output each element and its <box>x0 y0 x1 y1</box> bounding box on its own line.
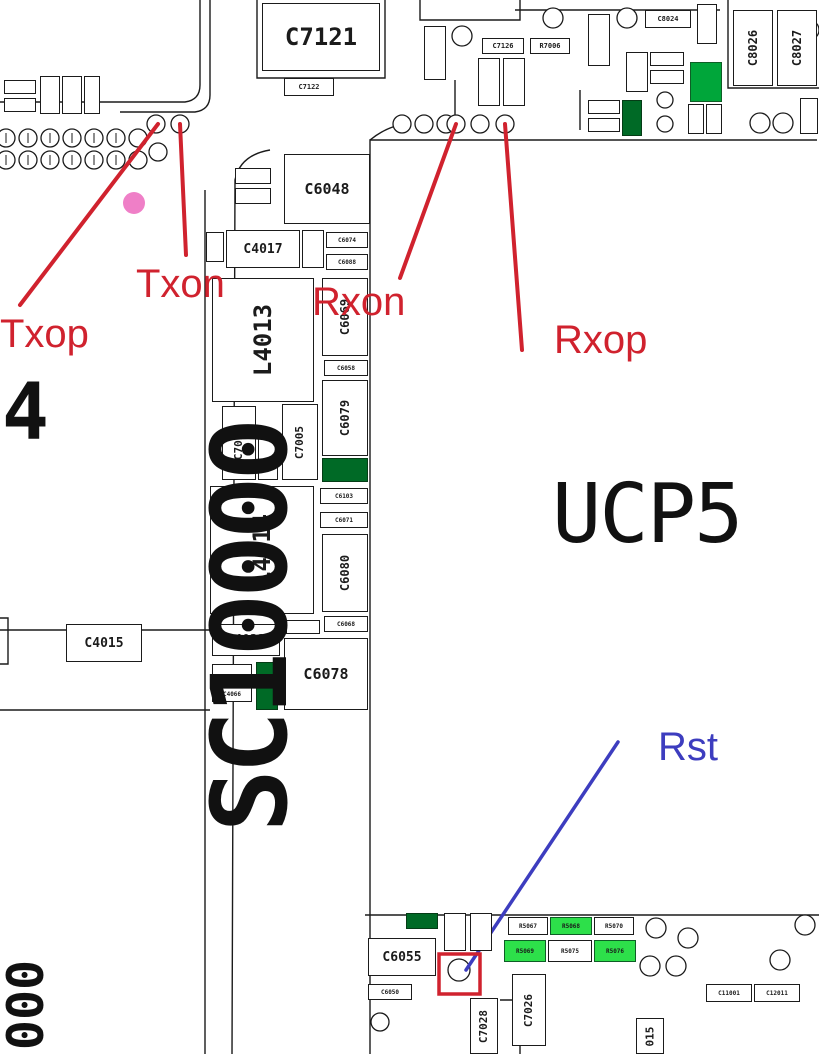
component-tl-3 <box>40 76 60 114</box>
txon-pointer-line <box>178 122 188 257</box>
bottom-left-000-label: 000 <box>0 959 55 1051</box>
component-c6078: C6078 <box>284 638 368 710</box>
left-edge-4-label: 4 <box>2 368 49 458</box>
component-c7010: C7010 <box>222 406 256 480</box>
component-l4013: L4013 <box>212 278 314 402</box>
component-small-top-4 <box>588 14 610 66</box>
rxon-label: Rxon <box>312 280 406 324</box>
component-c8024: C8024 <box>645 10 691 28</box>
ucp5-label: UCP5 <box>552 467 743 562</box>
txop-label: Txop <box>0 312 89 356</box>
component-c8027: C8027 <box>777 10 817 86</box>
component-015: 015 <box>636 1018 664 1054</box>
component-small-top-3 <box>503 58 525 106</box>
component-small-bot-1 <box>444 913 466 951</box>
component-c7126: C7126 <box>482 38 524 54</box>
component-c7121: C7121 <box>262 3 380 71</box>
component-r7006: R7006 <box>530 38 570 54</box>
component-small-top-11 <box>588 100 620 114</box>
green-pad-top-2 <box>622 100 642 136</box>
component-c6079: C6079 <box>322 380 368 456</box>
component-small-top-1 <box>424 26 446 80</box>
component-small-mid-7 <box>212 664 252 680</box>
component-c4015: C4015 <box>66 624 142 662</box>
component-c6080: C6080 <box>322 534 368 612</box>
green-pad-bottom-1 <box>406 913 438 929</box>
component-tl-2 <box>4 98 36 112</box>
component-c6068: C6068 <box>324 616 368 632</box>
component-r5067: R5067 <box>508 917 548 935</box>
sc10000-label: SC10000 <box>189 421 311 833</box>
rst-highlight-box <box>437 952 482 996</box>
pad-cluster-bottom-right <box>370 914 816 1032</box>
component-r5076: R5076 <box>594 940 636 962</box>
component-c6074: C6074 <box>326 232 368 248</box>
component-small-top-2 <box>478 58 500 106</box>
pink-marker-dot <box>123 192 145 214</box>
component-small-top-5 <box>697 4 717 44</box>
rxop-pointer-line <box>503 122 524 352</box>
component-c4066: C4066 <box>212 686 252 702</box>
component-small-top-6 <box>626 52 648 92</box>
green-pad-mid-2 <box>256 662 278 710</box>
txon-label: Txon <box>136 262 225 306</box>
component-c6103: C6103 <box>320 488 368 504</box>
component-c4022: C4022 <box>212 624 280 656</box>
component-small-top-13 <box>800 98 818 134</box>
component-c6071: C6071 <box>320 512 368 528</box>
component-small-mid-6 <box>286 620 320 634</box>
component-small-top-12 <box>588 118 620 132</box>
component-c6055: C6055 <box>368 938 436 976</box>
component-l4014: L4014 <box>210 486 314 614</box>
component-c7122: C7122 <box>284 78 334 96</box>
component-r5070: R5070 <box>594 917 634 935</box>
component-tl-5 <box>84 76 100 114</box>
rst-label: Rst <box>658 725 718 769</box>
green-pad-top-1 <box>690 62 722 102</box>
component-c12011: C12011 <box>754 984 800 1002</box>
component-c4017: C4017 <box>226 230 300 268</box>
component-small-top-9 <box>688 104 704 134</box>
component-r5069: R5069 <box>504 940 546 962</box>
component-c7026: C7026 <box>512 974 546 1046</box>
component-c6069: C6069 <box>322 278 368 356</box>
component-small-mid-2 <box>235 188 271 204</box>
component-tl-1 <box>4 80 36 94</box>
component-c7005: C7005 <box>282 404 318 480</box>
rxop-label: Rxop <box>554 318 648 362</box>
component-tl-4 <box>62 76 82 114</box>
component-small-mid-1 <box>235 168 271 184</box>
component-c11001: C11001 <box>706 984 752 1002</box>
component-c6058: C6058 <box>324 360 368 376</box>
component-c8026: C8026 <box>733 10 773 86</box>
txop-pointer-line <box>18 122 160 307</box>
component-small-mid-3 <box>206 232 224 262</box>
rxon-pointer-line <box>398 122 458 280</box>
component-small-top-7 <box>650 52 684 66</box>
component-r5068: R5068 <box>550 917 592 935</box>
component-c6048: C6048 <box>284 154 370 224</box>
component-small-top-10 <box>706 104 722 134</box>
component-c7028: C7028 <box>470 998 498 1054</box>
component-small-top-8 <box>650 70 684 84</box>
component-c6050: C6050 <box>368 984 412 1000</box>
component-c6088: C6088 <box>326 254 368 270</box>
green-pad-mid-1 <box>322 458 368 482</box>
component-small-mid-4 <box>302 230 324 268</box>
component-r5075: R5075 <box>548 940 592 962</box>
pad-ticks-top-left <box>5 133 117 165</box>
component-small-mid-5 <box>258 438 278 480</box>
component-small-bot-2 <box>470 913 492 951</box>
